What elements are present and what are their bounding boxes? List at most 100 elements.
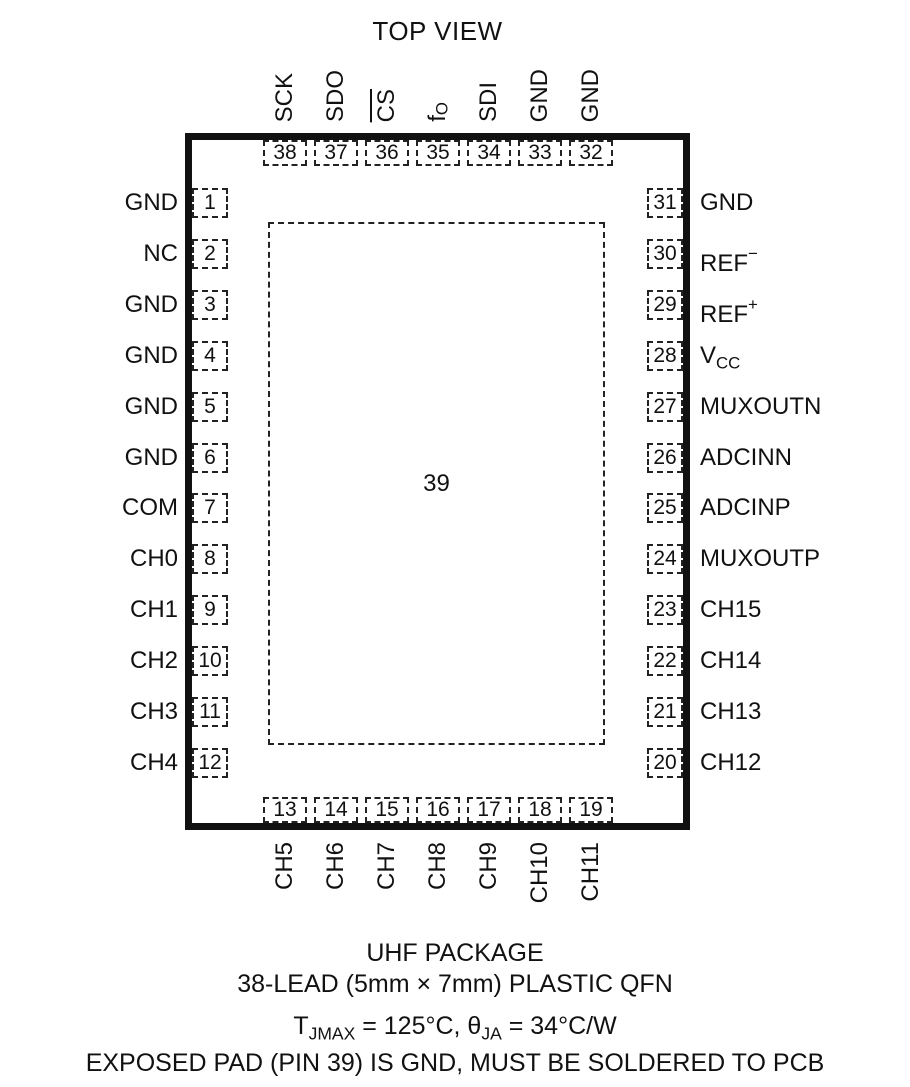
pin-box: 5 bbox=[192, 392, 228, 422]
pin-label: CH9 bbox=[475, 842, 502, 891]
pin-label: CH10 bbox=[526, 842, 553, 904]
pin-label: GND bbox=[124, 291, 178, 318]
pin-number: 3 bbox=[204, 293, 216, 316]
pin-label: GND bbox=[124, 393, 178, 420]
pin-number: 7 bbox=[204, 496, 216, 519]
package-description: 38-LEAD (5mm × 7mm) PLASTIC QFN bbox=[237, 970, 673, 998]
pin-box: 6 bbox=[192, 443, 228, 473]
pin-number: 36 bbox=[375, 141, 399, 164]
pin-number: 18 bbox=[528, 798, 552, 821]
pin-label: GND bbox=[526, 68, 553, 122]
pin-box: 8 bbox=[192, 544, 228, 574]
pin-box: 1 bbox=[192, 188, 228, 218]
pin-number: 25 bbox=[653, 496, 677, 519]
pin-number: 8 bbox=[204, 547, 216, 570]
pin-box: 27 bbox=[647, 392, 683, 422]
pin-number: 34 bbox=[477, 141, 501, 164]
pin-label: CH2 bbox=[129, 647, 178, 674]
pin-box: 34 bbox=[467, 140, 511, 166]
exposed-pad-number: 39 bbox=[423, 469, 450, 497]
pin-label: VCC bbox=[700, 342, 741, 373]
pin-number: 20 bbox=[653, 751, 677, 774]
pin-label: SCK bbox=[271, 72, 298, 122]
pin-number: 5 bbox=[204, 395, 216, 418]
pin-label: CS bbox=[373, 88, 400, 122]
pin-number: 15 bbox=[375, 798, 399, 821]
pin-number: 22 bbox=[653, 649, 677, 672]
pin-box: 2 bbox=[192, 239, 228, 269]
pin-label: MUXOUTN bbox=[700, 393, 822, 420]
pin-number: 35 bbox=[426, 141, 450, 164]
pin-box: 10 bbox=[192, 646, 228, 676]
pin-label: CH8 bbox=[424, 842, 451, 891]
pin-number: 21 bbox=[653, 700, 677, 723]
pin-label: REF− bbox=[700, 244, 758, 277]
pin-box: 11 bbox=[192, 697, 228, 727]
pin-label: fO bbox=[424, 102, 452, 122]
exposed-pad: 39 bbox=[268, 222, 605, 745]
pin-label: COM bbox=[122, 494, 178, 521]
thermal-spec: TJMAX = 125°C, θJA = 34°C/W bbox=[293, 1012, 617, 1044]
pin-label: GND bbox=[124, 189, 178, 216]
pin-box: 14 bbox=[314, 797, 358, 823]
pin-number: 16 bbox=[426, 798, 450, 821]
pin-label: CH13 bbox=[700, 698, 762, 725]
pin-label: CH0 bbox=[129, 545, 178, 572]
pin-number: 9 bbox=[204, 598, 216, 621]
pin-label: MUXOUTP bbox=[700, 545, 820, 572]
pin-box: 4 bbox=[192, 341, 228, 371]
pin-number: 23 bbox=[653, 598, 677, 621]
pin-box: 7 bbox=[192, 493, 228, 523]
pin-box: 24 bbox=[647, 544, 683, 574]
pin-box: 15 bbox=[365, 797, 409, 823]
pin-number: 10 bbox=[198, 649, 222, 672]
pin-number: 4 bbox=[204, 344, 216, 367]
pin-number: 29 bbox=[653, 293, 677, 316]
pin-box: 20 bbox=[647, 748, 683, 778]
pin-number: 28 bbox=[653, 344, 677, 367]
pin-box: 38 bbox=[263, 140, 307, 166]
pin-label: CH12 bbox=[700, 749, 762, 776]
pin-box: 36 bbox=[365, 140, 409, 166]
pin-number: 6 bbox=[204, 446, 216, 469]
pin-box: 12 bbox=[192, 748, 228, 778]
pin-box: 21 bbox=[647, 697, 683, 727]
pin-number: 26 bbox=[653, 446, 677, 469]
pin-box: 18 bbox=[518, 797, 562, 823]
pin-label: GND bbox=[700, 189, 754, 216]
pin-label: CH4 bbox=[129, 749, 178, 776]
pin-box: 25 bbox=[647, 493, 683, 523]
pin-number: 17 bbox=[477, 798, 501, 821]
pin-label: CH14 bbox=[700, 647, 762, 674]
pin-number: 31 bbox=[653, 191, 677, 214]
pin-box: 37 bbox=[314, 140, 358, 166]
pin-label: CH5 bbox=[271, 842, 298, 891]
pin-box: 32 bbox=[569, 140, 613, 166]
pin-label: ADCINP bbox=[700, 494, 791, 521]
package-outline bbox=[185, 133, 690, 830]
pin-box: 35 bbox=[416, 140, 460, 166]
footer: UHF PACKAGE 38-LEAD (5mm × 7mm) PLASTIC … bbox=[0, 938, 910, 1078]
pin-box: 19 bbox=[569, 797, 613, 823]
pin-label: NC bbox=[143, 240, 178, 267]
pin-number: 38 bbox=[273, 141, 297, 164]
package-name: UHF PACKAGE bbox=[366, 939, 544, 967]
pin-box: 16 bbox=[416, 797, 460, 823]
pin-box: 33 bbox=[518, 140, 562, 166]
pin-label: SDI bbox=[475, 81, 502, 122]
exposed-pad-note: EXPOSED PAD (PIN 39) IS GND, MUST BE SOL… bbox=[85, 1049, 825, 1078]
pin-number: 37 bbox=[324, 141, 348, 164]
pin-label: GND bbox=[124, 342, 178, 369]
pin-label: CH1 bbox=[129, 596, 178, 623]
pin-number: 27 bbox=[653, 395, 677, 418]
pin-box: 22 bbox=[647, 646, 683, 676]
pin-number: 13 bbox=[273, 798, 297, 821]
pin-box: 29 bbox=[647, 290, 683, 320]
pin-box: 9 bbox=[192, 595, 228, 625]
pin-number: 1 bbox=[204, 191, 216, 214]
pin-box: 26 bbox=[647, 443, 683, 473]
pin-label: CH11 bbox=[577, 842, 604, 902]
pin-number: 2 bbox=[204, 242, 216, 265]
pin-label: CH6 bbox=[322, 842, 349, 891]
pin-number: 12 bbox=[198, 751, 222, 774]
